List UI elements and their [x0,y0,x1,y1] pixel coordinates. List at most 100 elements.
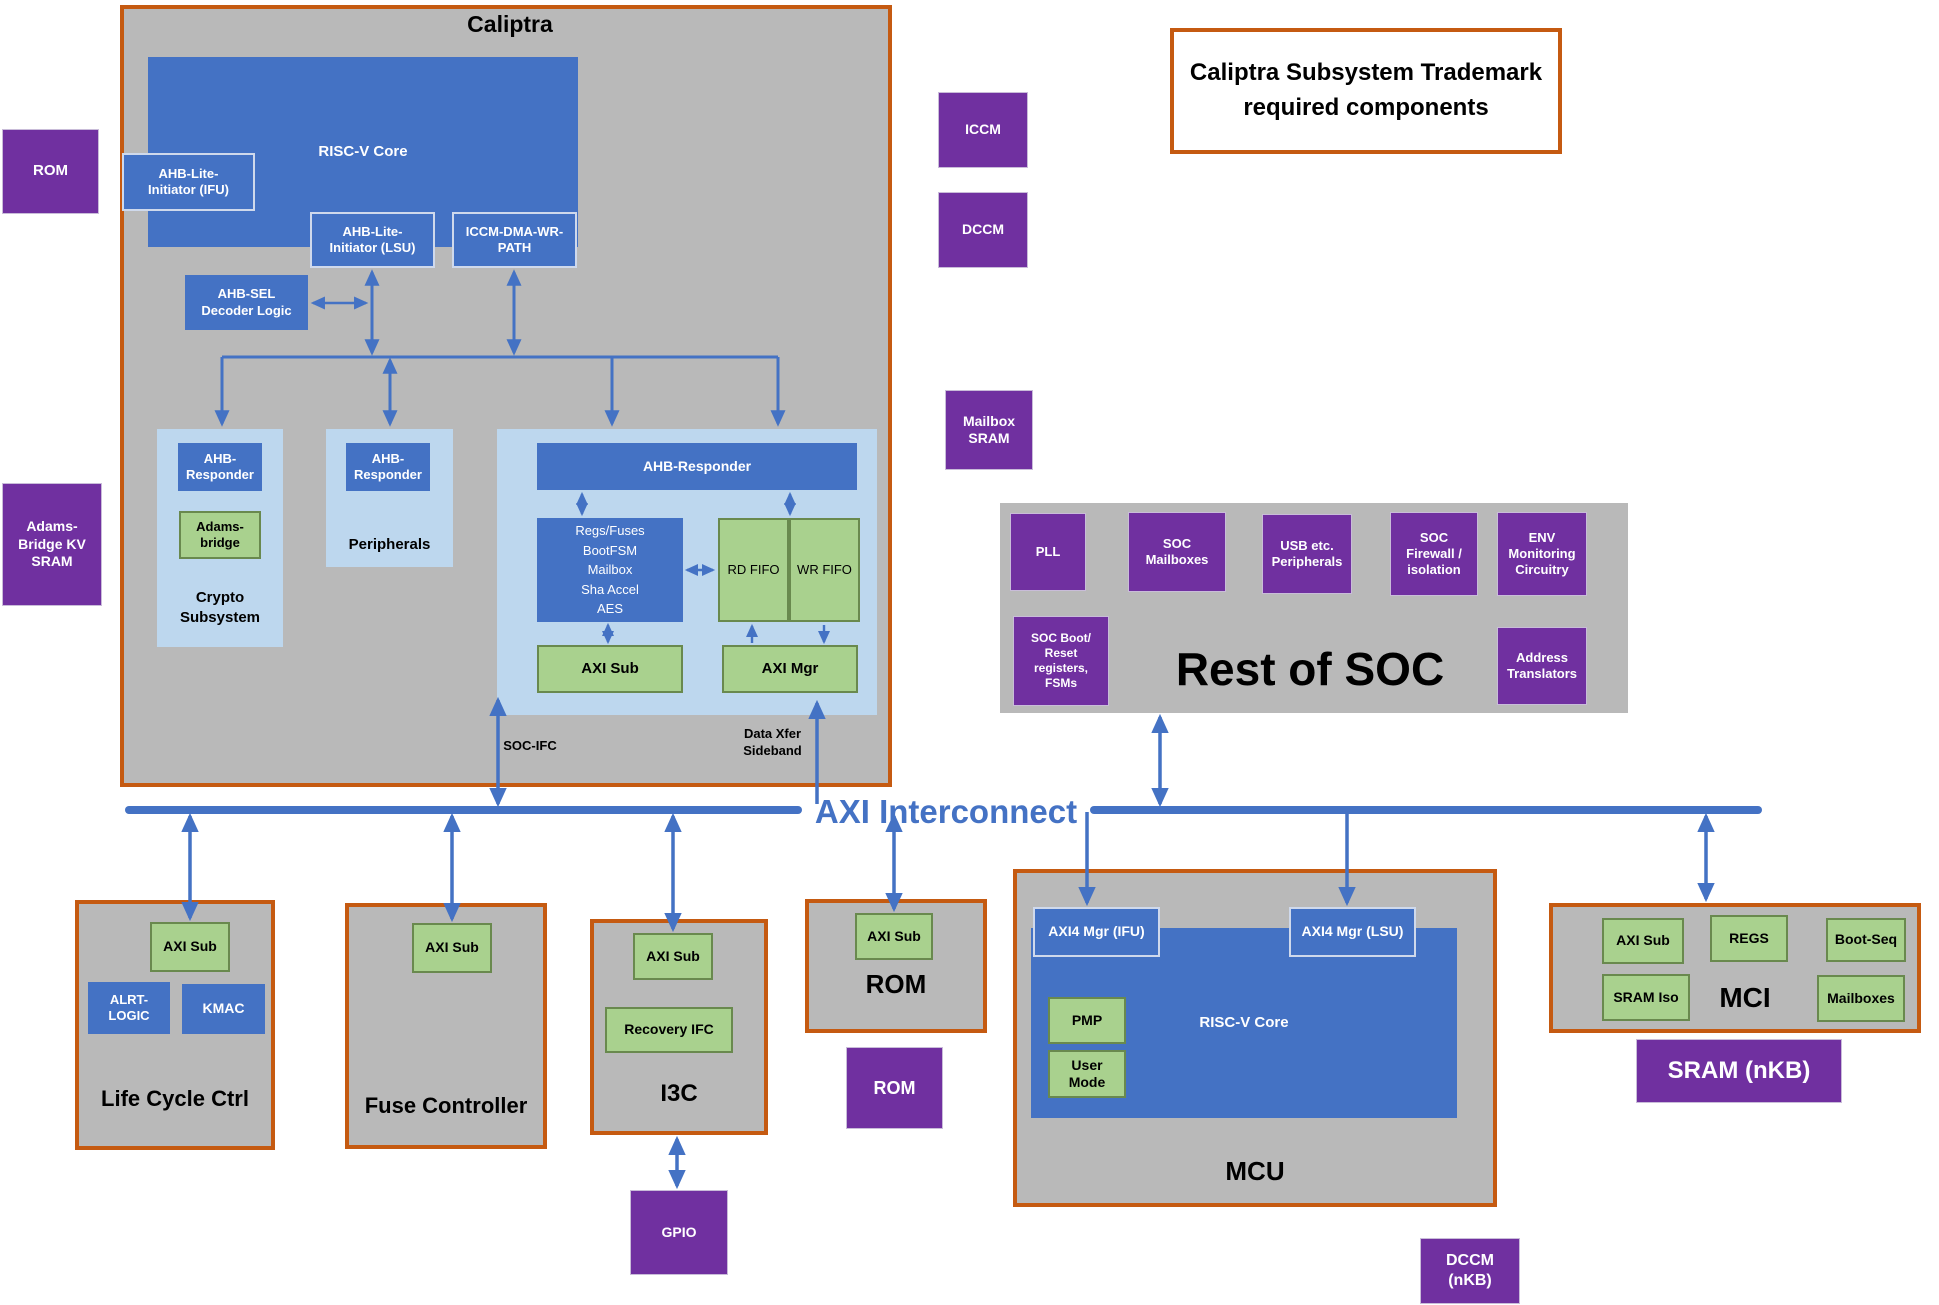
rom-axi-sub: AXI Sub [855,913,933,960]
recovery-ifc-block: Recovery IFC [605,1007,733,1053]
lcc-axi-sub: AXI Sub [150,922,230,972]
axi4-mgr-lsu: AXI4 Mgr (LSU) [1289,907,1416,957]
mailbox-sram-block: Mailbox SRAM [945,390,1033,470]
soc-boot-reset-label: SOC Boot/ Reset registers, FSMs [1031,631,1091,690]
soc-ifc-port-label: SOC-IFC [503,738,557,753]
mci-axi-sub: AXI Sub [1602,918,1684,964]
rd-fifo-label: RD FIFO [727,561,780,577]
rd-fifo: RD FIFO [718,518,789,622]
pll-block: PLL [1010,513,1086,591]
fuse-axi-sub-label: AXI Sub [425,939,479,956]
ahb-lite-initiator-ifu: AHB-Lite- Initiator (IFU) [122,153,255,211]
rom-sram-label: ROM [33,162,68,180]
soc-ifc-ahb-responder-label: AHB-Responder [642,457,752,474]
peripherals-label: Peripherals [348,536,431,553]
soc-ifc-regs-stack-label: Regs/Fuses BootFSM Mailbox Sha Accel AES [575,523,645,617]
mcu-riscv-core-label: RISC-V Core [1199,1013,1289,1031]
adams-bridge-kv-sram-label: Adams- Bridge KV SRAM [18,518,86,570]
address-translators-block: Address Translators [1497,627,1587,705]
mcu-label: MCU [1225,1156,1285,1186]
i3c-axi-sub-label: AXI Sub [646,947,700,964]
mci-mailboxes-label: Mailboxes [1827,989,1895,1006]
iccm-block: ICCM [938,92,1028,168]
trademark-note-text: Caliptra Subsystem Trademark required co… [1189,59,1543,121]
soc-ifc-ahb-responder: AHB-Responder [537,443,857,490]
trademark-note-box: Caliptra Subsystem Trademark required co… [1170,28,1562,154]
env-monitoring-block: ENV Monitoring Circuitry [1497,512,1587,596]
kmac-label: KMAC [202,1000,245,1017]
soc-firewall-block: SOC Firewall / isolation [1390,512,1478,596]
mcu-dccm-block: DCCM (nKB) [1420,1238,1520,1304]
mci-axi-sub-label: AXI Sub [1616,932,1670,949]
fuse-axi-sub: AXI Sub [412,923,492,973]
kmac-block: KMAC [182,984,265,1034]
recovery-ifc-label: Recovery IFC [624,1021,714,1038]
ahb-lite-initiator-ifu-label: AHB-Lite- Initiator (IFU) [148,165,229,197]
i3c-axi-sub: AXI Sub [633,933,713,980]
crypto-ahb-responder-label: AHB- Responder [186,450,254,482]
ahb-lite-initiator-lsu: AHB-Lite- Initiator (LSU) [310,212,435,268]
alrt-logic-block: ALRT- LOGIC [88,982,170,1034]
mci-sram-label: SRAM (nKB) [1667,1057,1811,1084]
caliptra-riscv-core-label: RISC-V Core [318,142,408,160]
dccm-block: DCCM [938,192,1028,268]
iccm-dma-wr-path-label: ICCM-DMA-WR- PATH [465,223,564,255]
rom-sram-block: ROM [2,129,99,214]
soc-ifc-axi-mgr-label: AXI Mgr [761,659,819,677]
crypto-subsystem-label: Crypto Subsystem [179,589,261,626]
boot-seq-label: Boot-Seq [1834,931,1898,948]
mcu-dccm-label: DCCM (nKB) [1446,1252,1494,1289]
pmp-block: PMP [1048,997,1126,1044]
gpio-label: GPIO [661,1223,697,1240]
sram-iso-block: SRAM Iso [1602,974,1690,1021]
mci-mailboxes-block: Mailboxes [1817,975,1905,1022]
address-translators-label: Address Translators [1506,649,1578,681]
gpio-block: GPIO [630,1190,728,1275]
lcc-axi-sub-label: AXI Sub [163,938,217,955]
peripherals-ahb-responder-label: AHB- Responder [354,450,422,482]
mci-regs-block: REGS [1710,915,1788,962]
pmp-label: PMP [1071,1011,1103,1028]
rom-label: ROM [865,969,927,999]
dccm-label: DCCM [962,221,1004,238]
crypto-ahb-responder: AHB- Responder [178,443,262,491]
mailbox-sram-label: Mailbox SRAM [962,412,1016,447]
rom-mem-label: ROM [873,1077,916,1098]
env-monitoring-label: ENV Monitoring Circuitry [1508,529,1576,578]
ahb-sel-decoder-logic-label: AHB-SEL Decoder Logic [201,286,292,318]
mci-regs-label: REGS [1729,929,1769,946]
soc-firewall-label: SOC Firewall / isolation [1406,529,1462,578]
user-mode-label: User Mode [1068,1056,1106,1091]
rom-mem-block: ROM [846,1047,943,1129]
soc-ifc-axi-mgr: AXI Mgr [722,645,858,693]
soc-ifc-axi-sub-label: AXI Sub [581,659,639,677]
alrt-logic-label: ALRT- LOGIC [108,991,150,1023]
mci-sram-block: SRAM (nKB) [1636,1039,1842,1103]
soc-boot-reset-block: SOC Boot/ Reset registers, FSMs [1013,616,1109,706]
adams-bridge-block: Adams- bridge [179,511,261,559]
rom-axi-sub-label: AXI Sub [867,927,921,944]
ahb-sel-decoder-logic: AHB-SEL Decoder Logic [185,275,308,330]
iccm-dma-wr-path: ICCM-DMA-WR- PATH [452,212,577,268]
usb-peripherals-label: USB etc. Peripherals [1271,537,1343,569]
iccm-label: ICCM [965,121,1001,138]
ahb-lite-initiator-lsu-label: AHB-Lite- Initiator (LSU) [329,223,416,255]
soc-mailboxes-label: SOC Mailboxes [1145,535,1209,567]
fuse-controller-label: Fuse Controller [364,1093,528,1118]
pll-label: PLL [1035,543,1061,559]
user-mode-block: User Mode [1048,1050,1126,1098]
axi4-mgr-ifu: AXI4 Mgr (IFU) [1033,907,1160,957]
caliptra-title: Caliptra [467,11,553,37]
axi4-mgr-lsu-label: AXI4 Mgr (LSU) [1301,923,1404,940]
adams-bridge-label: Adams- bridge [196,518,244,550]
rest-of-soc-label: Rest of SOC [1175,643,1445,695]
mci-label: MCI [1719,982,1771,1013]
usb-peripherals-block: USB etc. Peripherals [1262,514,1352,594]
axi-interconnect-label: AXI Interconnect [814,793,1078,830]
data-xfer-sideband-label: Data Xfer Sideband [743,726,802,758]
soc-ifc-regs-stack: Regs/Fuses BootFSM Mailbox Sha Accel AES [537,518,683,622]
soc-mailboxes-block: SOC Mailboxes [1128,512,1226,592]
wr-fifo-label: WR FIFO [797,561,852,577]
life-cycle-ctrl-label: Life Cycle Ctrl [101,1086,249,1111]
